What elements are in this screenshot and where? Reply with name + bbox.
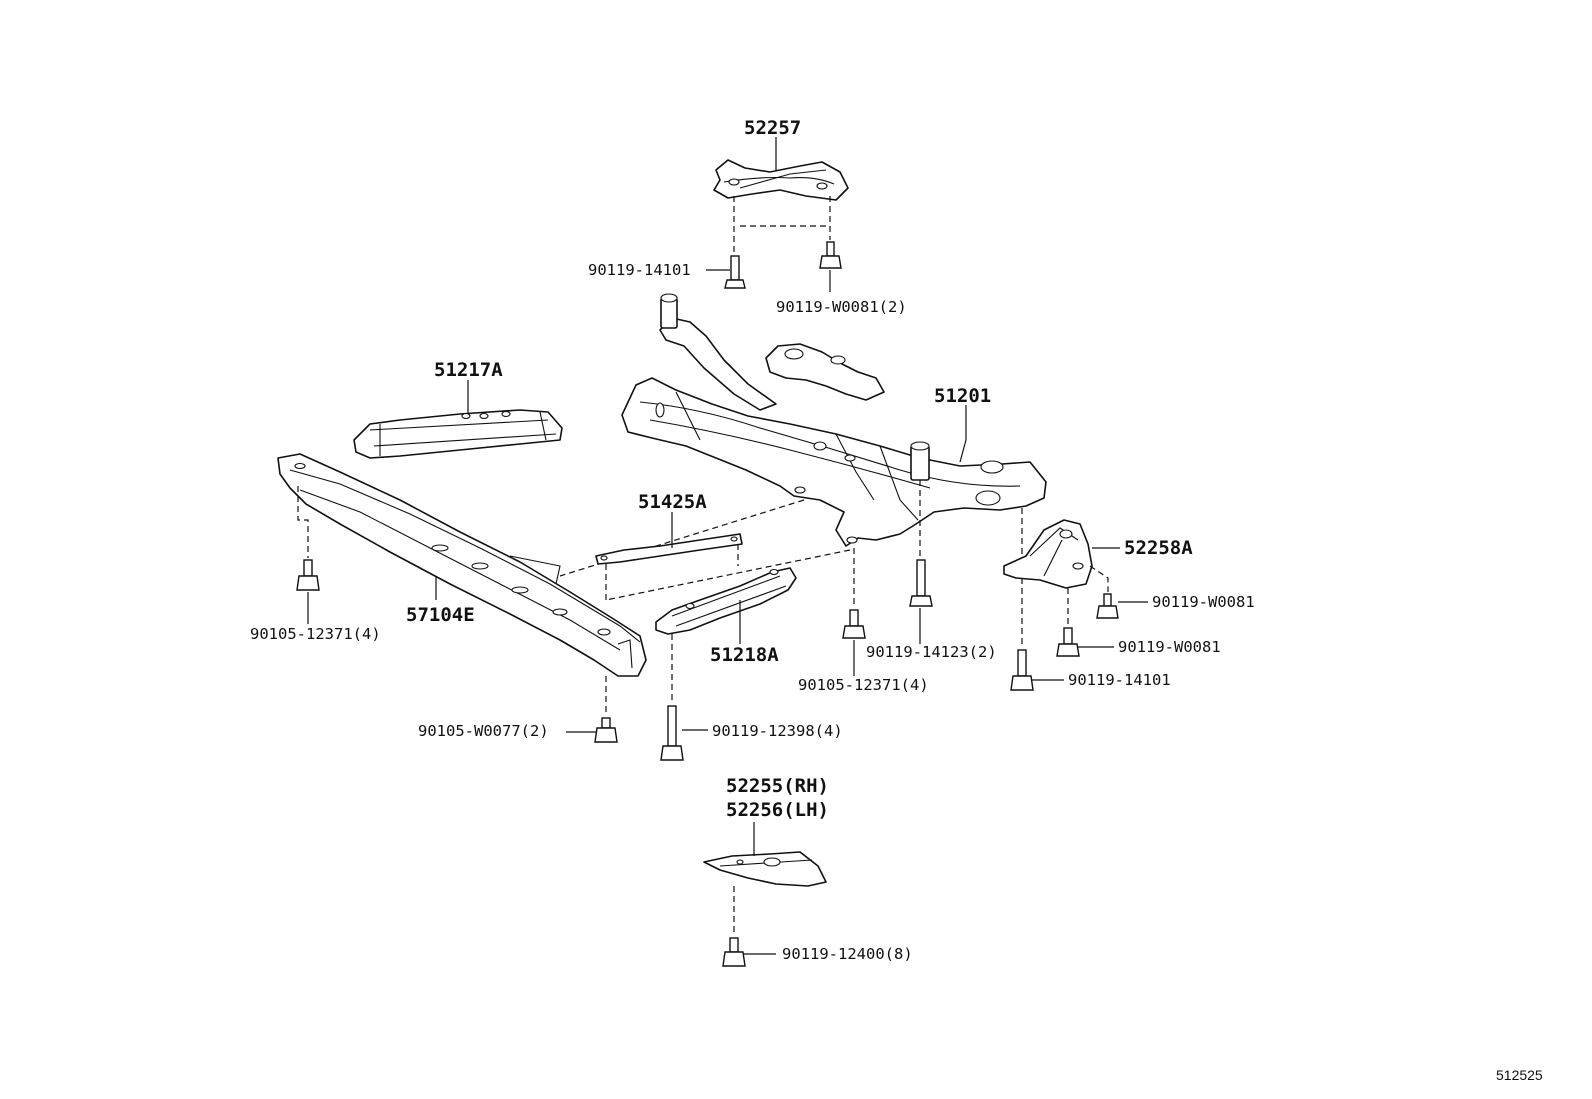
- part-52257-brace: [713, 159, 849, 201]
- bolt-90119-12398: [660, 705, 684, 761]
- bolt-90105-12371-left: [296, 559, 320, 591]
- part-52258A-bracket: [1003, 519, 1093, 589]
- part-51217A: [353, 409, 563, 459]
- label-57104E: 57104E: [406, 604, 475, 626]
- dash-51201-to-57104E-b: [605, 549, 851, 601]
- bolt-90119-W0081-a: [1096, 593, 1119, 619]
- bolt-90119-W0081-b: [1056, 627, 1080, 657]
- label-90119-W0081-2: 90119-W0081(2): [776, 298, 907, 316]
- leader-51201-b: [959, 439, 967, 463]
- part-52255-52256-cover: [703, 851, 827, 887]
- label-90119-W0081-a: 90119-W0081: [1152, 593, 1255, 611]
- label-90119-14101-top: 90119-14101: [588, 261, 691, 279]
- bolt-90105-W0077: [594, 717, 618, 743]
- part-57104E-bar: [277, 453, 647, 677]
- label-90105-12371-4-mid: 90105-12371(4): [798, 676, 929, 694]
- bolt-90119-W0081-top: [819, 241, 842, 269]
- label-90105-W0077-2: 90105-W0077(2): [418, 722, 549, 740]
- dash-52258A-right: [1089, 565, 1109, 592]
- part-51218A: [655, 567, 797, 635]
- label-52255-RH: 52255(RH): [726, 775, 829, 797]
- bolt-90119-14101-top: [724, 255, 746, 289]
- label-90119-12400-8: 90119-12400(8): [782, 945, 913, 963]
- dash-57104E-left: [297, 486, 309, 558]
- label-90119-14123-2: 90119-14123(2): [866, 643, 997, 661]
- part-51425A-strap: [595, 533, 743, 565]
- figure-code: 512525: [1496, 1067, 1543, 1083]
- bolt-90119-14101-right: [1010, 649, 1034, 691]
- label-90119-14101-right: 90119-14101: [1068, 671, 1171, 689]
- bolt-90119-14123: [909, 559, 933, 607]
- label-51201: 51201: [934, 385, 991, 407]
- label-90119-12398-4: 90119-12398(4): [712, 722, 843, 740]
- label-51218A: 51218A: [710, 644, 779, 666]
- label-52257: 52257: [744, 117, 801, 139]
- label-52258A: 52258A: [1124, 537, 1193, 559]
- bolt-90119-12400: [722, 937, 746, 967]
- bolt-90105-12371-mid: [842, 609, 866, 639]
- label-90105-12371-4-left: 90105-12371(4): [250, 625, 381, 643]
- label-51425A: 51425A: [638, 491, 707, 513]
- label-51217A: 51217A: [434, 359, 503, 381]
- part-51201-crossmember: [621, 293, 1047, 547]
- label-52256-LH: 52256(LH): [726, 799, 829, 821]
- label-90119-W0081-b: 90119-W0081: [1118, 638, 1221, 656]
